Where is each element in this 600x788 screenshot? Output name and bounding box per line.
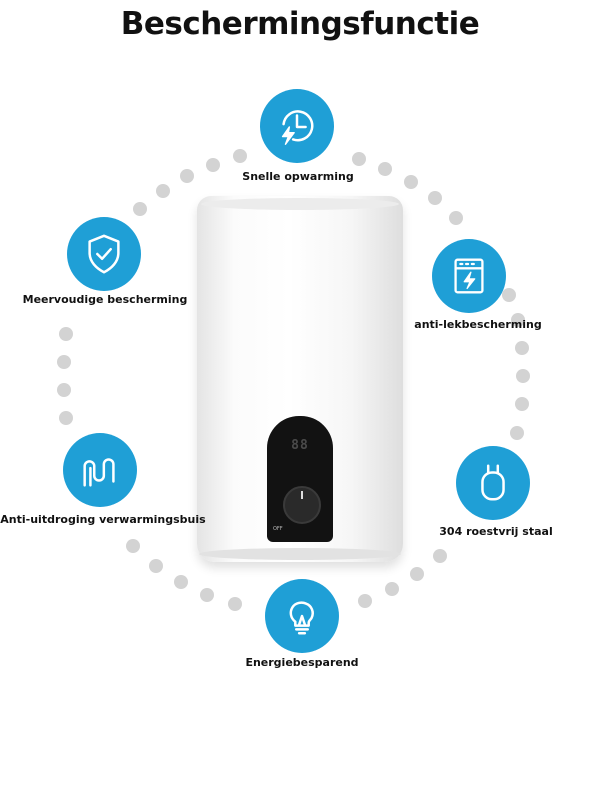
- ring-dot: [404, 175, 418, 189]
- ring-dot: [358, 594, 372, 608]
- ring-dot: [511, 313, 525, 327]
- ring-dot: [180, 169, 194, 183]
- ring-dot: [410, 567, 424, 581]
- feature-label-heating-tube: Anti-uitdroging verwarmingsbuis: [0, 513, 206, 526]
- ring-dot: [233, 149, 247, 163]
- feature-badge-stainless-steel: [456, 446, 530, 520]
- feature-label-leak-protection: anti-lekbescherming: [414, 318, 542, 331]
- clock-lightning-icon: [281, 110, 314, 145]
- ring-dot: [57, 383, 71, 397]
- ring-dot: [385, 582, 399, 596]
- ring-dot: [59, 411, 73, 425]
- water-heater-image: 88 OFF: [197, 196, 403, 562]
- ring-dot: [57, 355, 71, 369]
- temperature-knob: [283, 486, 321, 524]
- ring-dot: [156, 184, 170, 198]
- ring-dot: [378, 162, 392, 176]
- tank-bottom: [199, 548, 401, 560]
- ring-dot: [516, 369, 530, 383]
- ring-dot: [352, 152, 366, 166]
- feature-badge-leak-protection: [432, 239, 506, 313]
- shield-check-icon: [88, 234, 120, 274]
- ring-dot: [515, 341, 529, 355]
- ring-dot: [126, 539, 140, 553]
- ring-dot: [515, 397, 529, 411]
- feature-badge-multi-protection: [67, 217, 141, 291]
- ring-dot: [59, 327, 73, 341]
- feature-badge-energy-saving: [265, 579, 339, 653]
- ring-dot: [502, 288, 516, 302]
- page-title: Beschermingsfunctie: [120, 6, 480, 42]
- control-panel: 88 OFF: [267, 416, 333, 542]
- ring-dot: [428, 191, 442, 205]
- ring-dot: [228, 597, 242, 611]
- leak-protection-panel-icon: [454, 258, 484, 294]
- ring-dot: [449, 211, 463, 225]
- ring-dot: [174, 575, 188, 589]
- feature-badge-fast-heating: [260, 89, 334, 163]
- ring-dot: [133, 202, 147, 216]
- heating-tube-icon: [83, 458, 115, 487]
- knob-indicator: [301, 491, 303, 499]
- feature-label-stainless-steel: 304 roestvrij staal: [439, 525, 553, 538]
- ring-dot: [149, 559, 163, 573]
- feature-label-multi-protection: Meervoudige bescherming: [22, 293, 188, 306]
- off-label: OFF: [273, 526, 283, 532]
- feature-label-energy-saving: Energiebesparend: [245, 656, 359, 669]
- feature-label-fast-heating: Snelle opwarming: [242, 170, 354, 183]
- ring-dot: [433, 549, 447, 563]
- steel-tank-icon: [481, 464, 505, 501]
- ring-dot: [510, 426, 524, 440]
- feature-badge-heating-tube: [63, 433, 137, 507]
- tank-top: [201, 198, 399, 210]
- ring-dot: [206, 158, 220, 172]
- ring-dot: [200, 588, 214, 602]
- temperature-display: 88: [291, 438, 309, 453]
- lightbulb-icon: [289, 601, 314, 635]
